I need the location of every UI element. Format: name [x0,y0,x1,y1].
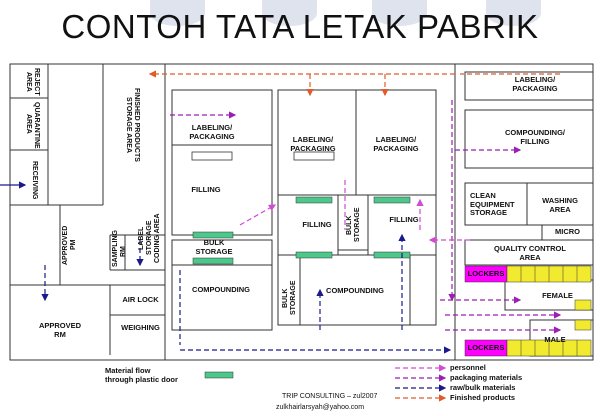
room-sampling-rm: SAMPLING RM [112,230,127,267]
header-decoration [372,0,427,26]
room-compounding-2: COMPOUNDING [326,286,384,295]
legend-lines [395,364,447,402]
room-bulk-storage-2: BULK STORAGE [346,207,361,243]
room-filling-1: FILLING [191,185,221,194]
room-male: MALE [544,335,566,344]
room-washing-area: WASHING AREA [542,196,578,214]
footer-email: zulkhairlarsyah@yahoo.com [276,404,365,411]
room-compounding-filling: COMPOUNDING/ FILLING [505,128,565,146]
room-bulk-storage-1: BULK STORAGE [195,238,233,256]
room-bulk-storage-3: BULK STORAGE [282,280,297,316]
room-air-lock: AIR LOCK [122,295,159,304]
room-filling-2: FILLING [302,220,332,229]
legend-raw-bulk-materials: raw/bulk materials [450,383,516,392]
room-quality-control-area: QUALITY CONTROL AREA [494,244,566,262]
room-lockers-2: LOCKERS [467,343,505,352]
room-female: FEMALE [542,291,573,300]
header-decoration [486,0,541,26]
room-reject-area: REJECT AREA [25,68,40,96]
room-clean-equipment-storage: CLEAN EQUIPMENT STORAGE [470,191,515,217]
room-label-storage-coding: LABEL STORAGE CODING AREA [138,213,161,263]
header-decoration [150,0,205,26]
room-approved-pm: APPROVED PM [62,225,77,265]
room-labeling-packaging-2: LABELING/ PACKAGING [290,135,336,153]
room-quarantine-area: QUARANTINE AREA [25,102,40,149]
legend-finished-products: Finished products [450,393,516,402]
room-labeling-packaging-1: LABELING/ PACKAGING [189,123,235,141]
room-finished-products-storage: FINISHED PRODUCTS STORAGE AREA [125,88,140,162]
legend-material-flow: Material flow through plastic door [105,366,178,384]
room-weighing: WEIGHING [121,323,160,332]
legend-packaging-materials: packaging materials [450,373,523,382]
room-lockers-1: LOCKERS [467,269,505,278]
header-decoration [262,0,317,26]
room-micro: MICRO [555,227,580,236]
room-labeling-packaging-4: LABELING/ PACKAGING [512,75,558,93]
footer-credit: TRIP CONSULTING – zul2007 [282,393,378,400]
legend-personnel: personnel [450,363,486,372]
room-compounding-1: COMPOUNDING [192,285,250,294]
lockers [464,265,592,357]
diagram-title: CONTOH TATA LETAK PABRIK [61,8,539,45]
room-filling-3: FILLING [389,215,419,224]
room-approved-rm: APPROVED RM [38,321,82,339]
room-labeling-packaging-3: LABELING/ PACKAGING [373,135,419,153]
room-receiving: RECEIVING [31,160,38,200]
plastic-doors [192,196,411,379]
